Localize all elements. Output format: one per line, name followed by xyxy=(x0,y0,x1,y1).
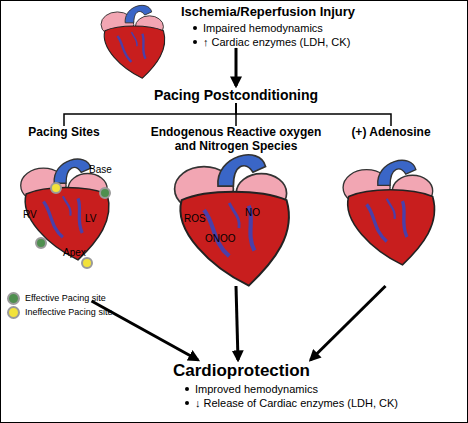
flow-arrow xyxy=(311,286,386,360)
node-heading: Ischemia/Reperfusion Injury xyxy=(181,5,411,20)
bullet-text: Improved hemodynamics xyxy=(195,383,318,395)
bullet-text: ↓ Release of Cardiac enzymes (LDH, CK) xyxy=(195,397,398,409)
bullet-text: ↑ Cardiac enzymes (LDH, CK) xyxy=(203,36,350,48)
outcome-box: CardioprotectionImproved hemodynamics ↓ R… xyxy=(173,361,423,409)
bullet-text: Impaired hemodynamics xyxy=(203,22,323,34)
flow-arrow xyxy=(236,103,391,126)
injury-box: Ischemia/Reperfusion InjuryImpaired hemo… xyxy=(181,5,411,48)
node-heading: (+) Adenosine xyxy=(336,126,446,140)
legend-text: Ineffective Pacing site xyxy=(25,307,112,317)
pacing-dot xyxy=(36,238,46,248)
heart-drawing xyxy=(175,155,289,286)
legend: Effective Pacing siteIneffective Pacing … xyxy=(7,291,112,319)
pacing-dot xyxy=(100,188,110,198)
node-heading: Pacing Sites xyxy=(9,126,119,140)
bullet-dot xyxy=(185,387,189,391)
node-heading: Endogenous Reactive oxygen and Nitrogen … xyxy=(146,126,326,154)
bullet-row: Improved hemodynamics xyxy=(183,383,423,395)
step-box: Pacing Postconditioning xyxy=(141,87,331,103)
pacing-dot xyxy=(51,183,61,193)
part-label: LV xyxy=(85,213,97,224)
node-heading: Pacing Postconditioning xyxy=(141,87,331,103)
part-label: ONOO xyxy=(205,233,236,244)
legend-swatch xyxy=(7,292,20,305)
part-label: Base xyxy=(89,164,112,175)
flow-arrow xyxy=(236,286,238,360)
bullet-dot xyxy=(193,26,197,30)
part-label: NO xyxy=(245,207,260,218)
bullet-dot xyxy=(193,40,197,44)
part-label: RV xyxy=(23,209,37,220)
flow-arrow xyxy=(235,48,238,86)
heart-drawing xyxy=(101,5,165,78)
node-heading: Cardioprotection xyxy=(173,361,423,381)
bullet-row: Impaired hemodynamics xyxy=(191,22,411,34)
legend-row: Ineffective Pacing site xyxy=(7,305,112,319)
pathway-box: (+) Adenosine xyxy=(336,126,446,286)
flow-arrow xyxy=(64,103,236,126)
bullet-row: ↑ Cardiac enzymes (LDH, CK) xyxy=(191,36,411,48)
legend-row: Effective Pacing site xyxy=(7,291,112,305)
heart-drawing xyxy=(343,160,434,265)
part-label: ROS xyxy=(184,213,206,224)
pacing-dot xyxy=(82,258,92,268)
bullet-dot xyxy=(185,401,189,405)
part-label: Apex xyxy=(63,247,86,258)
flow-arrow xyxy=(235,103,237,126)
bullet-row: ↓ Release of Cardiac enzymes (LDH, CK) xyxy=(183,397,423,409)
pathway-box: Endogenous Reactive oxygen and Nitrogen … xyxy=(146,126,326,286)
legend-swatch xyxy=(7,306,20,319)
legend-text: Effective Pacing site xyxy=(25,293,106,303)
